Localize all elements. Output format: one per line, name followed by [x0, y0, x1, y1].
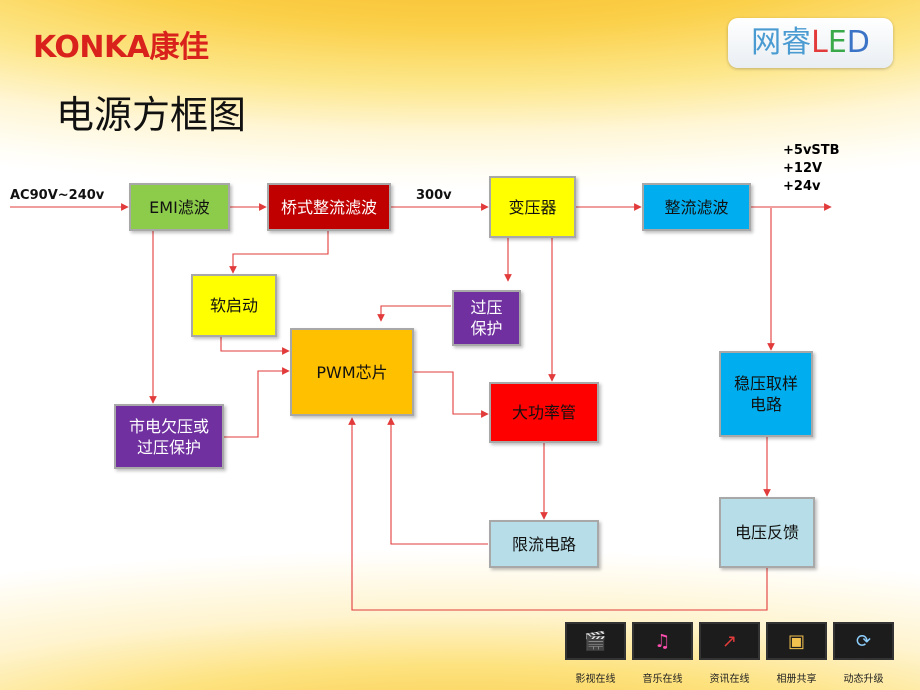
soft-start-block: 软启动	[191, 274, 277, 337]
nav-label: 动态升级	[843, 674, 884, 685]
wire-overvoltage-to-pwm	[377, 305, 451, 322]
photo-album-icon: ▣	[766, 622, 827, 660]
overvoltage-protect-block: 过压 保护	[452, 290, 521, 346]
nav-label: 资讯在线	[709, 674, 750, 685]
nav-label: 影视在线	[575, 674, 616, 685]
mains-protect-block: 市电欠压或 过压保护	[114, 404, 224, 469]
film-clapper-icon: 🎬	[565, 622, 626, 660]
voltage-feedback-block: 电压反馈	[719, 497, 815, 568]
pwm-chip-block: PWM芯片	[290, 328, 414, 416]
wangrui-led-logo: 网睿LED	[728, 18, 893, 68]
transformer-block: 变压器	[489, 176, 576, 238]
wire-pwm-to-power-tube	[414, 371, 489, 418]
konka-logo: KONKA康佳	[33, 30, 209, 65]
wire-feedback-to-pwm	[348, 417, 768, 611]
wire-current-limit-to-pwm	[387, 417, 488, 545]
nav-label: 相册共享	[776, 674, 817, 685]
nav-item-news[interactable]: ↗ 资讯在线	[699, 622, 760, 690]
current-limit-block: 限流电路	[489, 520, 599, 568]
power-tube-block: 大功率管	[489, 382, 599, 443]
update-icon: ⟳	[833, 622, 894, 660]
bridge-rectifier-block: 桥式整流滤波	[267, 183, 391, 231]
music-note-icon: ♫	[632, 622, 693, 660]
output-12v: +12V	[783, 161, 823, 176]
page-title: 电源方框图	[56, 93, 247, 137]
wire-bridge-to-soft-start	[229, 231, 329, 274]
rectifier-filter-block: 整流滤波	[642, 183, 751, 231]
nav-item-music[interactable]: ♫ 音乐在线	[632, 622, 693, 690]
bottom-nav: 🎬 影视在线 ♫ 音乐在线 ↗ 资讯在线 ▣ 相册共享 ⟳ 动态升级	[565, 622, 895, 690]
nav-item-update[interactable]: ⟳ 动态升级	[833, 622, 894, 690]
wire-soft-start-to-pwm	[220, 337, 290, 355]
output-voltages: +5vSTB +12V +24v	[783, 142, 840, 196]
dc-300v-label: 300v	[416, 188, 452, 203]
ac-input-label: AC90V~240v	[10, 188, 105, 203]
wire-mains-protect-to-pwm	[224, 367, 290, 438]
trend-chart-icon: ↗	[699, 622, 760, 660]
emi-filter-block: EMI滤波	[129, 183, 230, 231]
nav-item-album[interactable]: ▣ 相册共享	[766, 622, 827, 690]
sampling-circuit-block: 稳压取样 电路	[719, 351, 813, 437]
output-24v: +24v	[783, 179, 821, 194]
nav-item-movies[interactable]: 🎬 影视在线	[565, 622, 626, 690]
output-5vstb: +5vSTB	[783, 143, 840, 158]
nav-label: 音乐在线	[642, 674, 683, 685]
